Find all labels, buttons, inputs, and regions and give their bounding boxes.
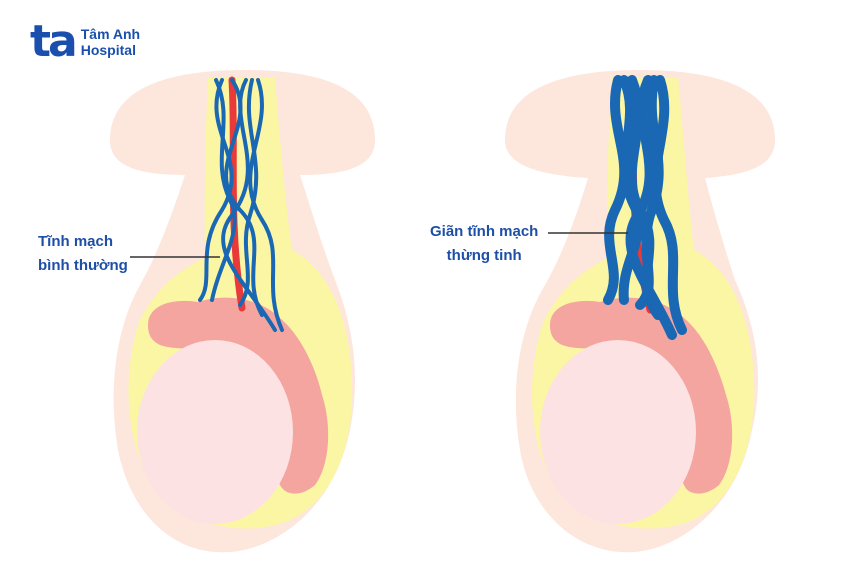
label-varicocele-line2: thừng tinh	[446, 247, 522, 264]
logo-wordmark: Tâm Anh Hospital	[81, 26, 140, 58]
veins-dilated	[603, 75, 687, 340]
veins-normal	[198, 78, 284, 332]
testis-left	[137, 340, 293, 524]
logo-name-line1: Tâm Anh	[80, 26, 141, 42]
testis-right	[540, 340, 696, 524]
label-varicocele: Giãn tĩnh mạch thừng tinh	[430, 220, 538, 268]
logo-name-line2: Hospital	[80, 42, 136, 58]
label-normal-vein: Tĩnh mạch bình thường	[38, 230, 128, 278]
label-varicocele-line1: Giãn tĩnh mạch	[430, 223, 539, 240]
varicocele-diagram	[505, 70, 775, 553]
logo-mark: ta	[30, 16, 78, 67]
normal-diagram	[110, 70, 375, 553]
label-normal-line2: bình thường	[38, 257, 128, 274]
hospital-logo: ta Tâm Anh Hospital	[30, 20, 140, 64]
label-normal-line1: Tĩnh mạch	[38, 233, 114, 250]
